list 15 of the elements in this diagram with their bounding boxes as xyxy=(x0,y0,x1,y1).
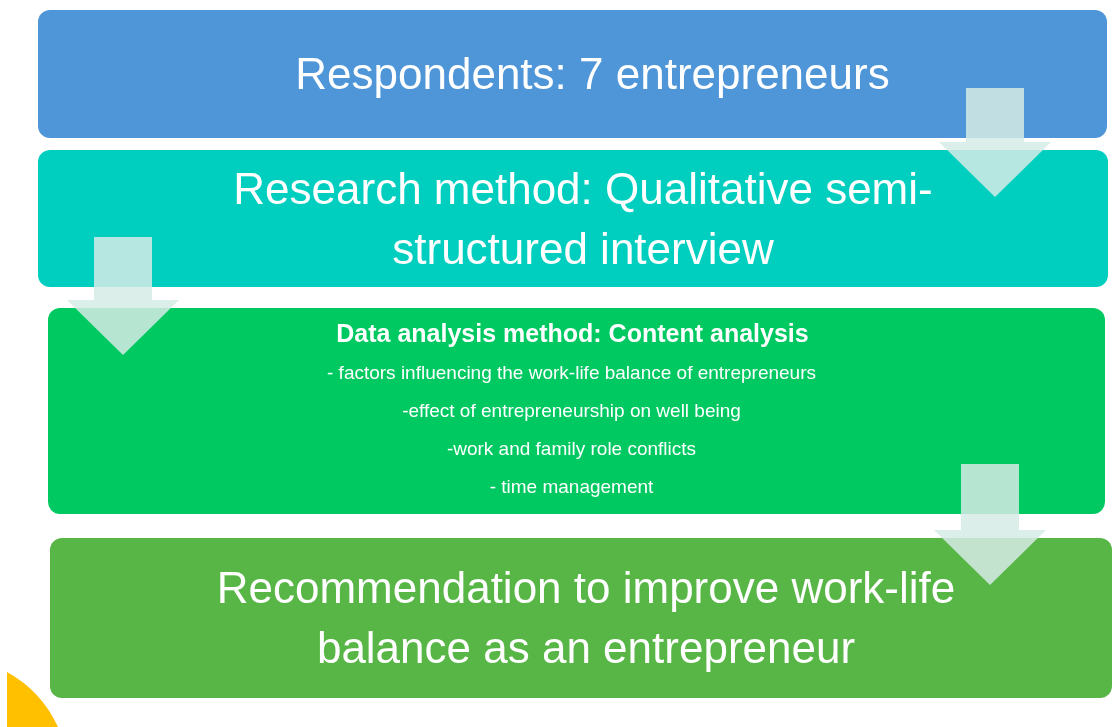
process-box xyxy=(38,10,1107,138)
block-arrow xyxy=(939,88,1051,197)
box-heading: Data analysis method: Content analysis xyxy=(336,318,809,349)
block-arrow xyxy=(934,464,1046,585)
bullet-text: - factors influencing the work-life balance of entrepreneurs xyxy=(327,361,816,385)
bullet-text: -work and family role conflicts xyxy=(446,437,697,461)
box-text: Respondents: 7 entrepreneurs xyxy=(294,48,891,100)
bullet-text: - time management xyxy=(489,475,654,499)
box-text: Research method: Qualitative semi-structured interview xyxy=(232,162,934,275)
block-arrow xyxy=(67,237,179,355)
process-box xyxy=(38,150,1108,287)
process-box xyxy=(50,538,1112,698)
process-box xyxy=(48,308,1105,514)
box-text: Recommendation to improve work-life balance as an entrepreneur xyxy=(215,562,957,674)
bullet-text: -effect of entrepreneurship on well being xyxy=(402,399,741,423)
